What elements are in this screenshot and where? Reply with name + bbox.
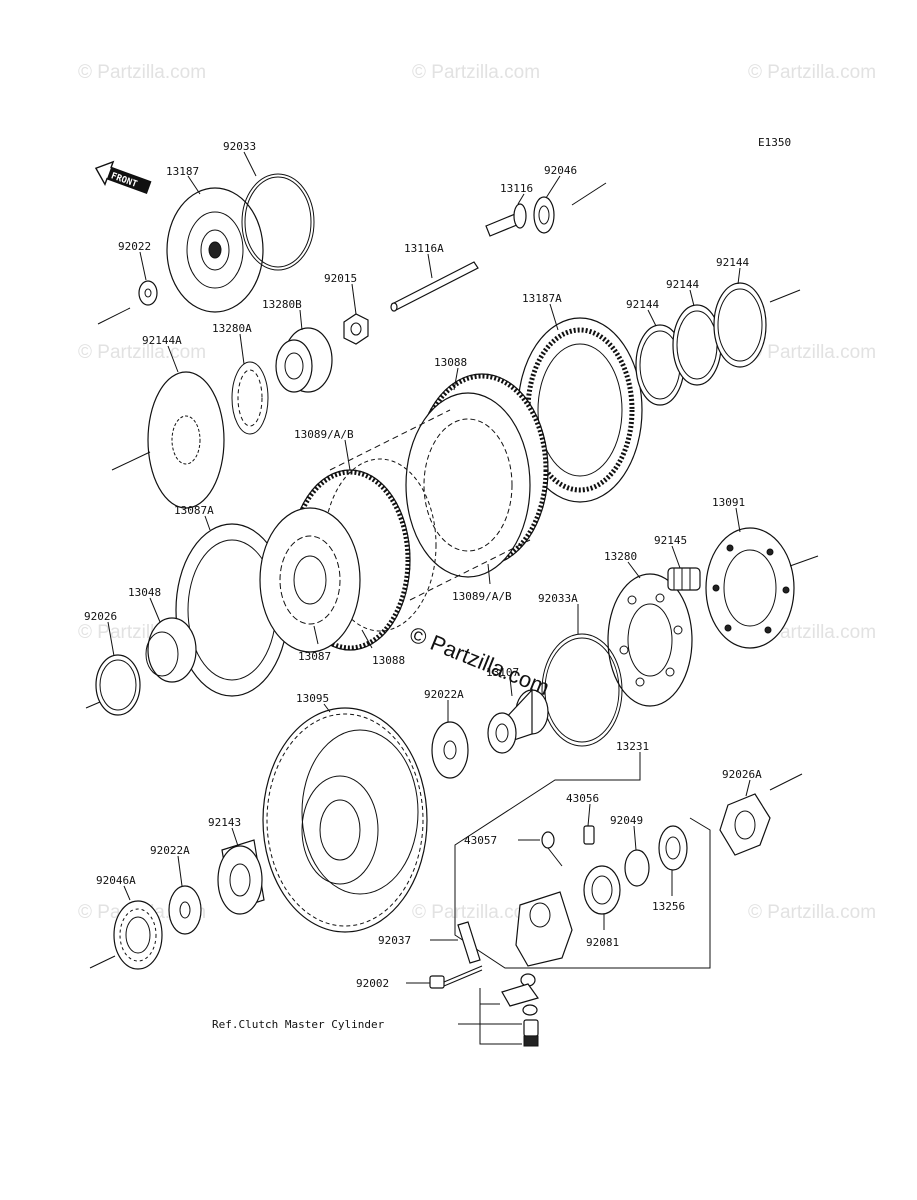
front-arrow-icon: FRONT [94, 160, 152, 194]
part-label: 92144 [666, 278, 699, 291]
part-label: 13116 [500, 182, 533, 195]
part-label: 92022A [424, 688, 464, 701]
part-13280a-ring [231, 361, 269, 435]
part-13089-steel-plate [405, 392, 531, 578]
watermark: © Partzilla.com [748, 62, 876, 83]
part-label: 13089/A/B [294, 428, 354, 441]
part-label: 92033A [538, 592, 578, 605]
part-label: 13095 [296, 692, 329, 705]
part-label: 13280B [262, 298, 302, 311]
part-92033-circlip [241, 173, 315, 271]
part-label: 13107 [486, 666, 519, 679]
part-label: 92143 [208, 816, 241, 829]
part-label: 13280A [212, 322, 252, 335]
part-labels: 13187 92033 92022 92046 13116 13116A 920… [84, 140, 762, 1031]
part-92046a-bearing [113, 900, 163, 970]
watermark: © Partzilla.com [412, 902, 540, 923]
part-13107-sleeve [487, 688, 549, 754]
part-92022a-washer [431, 721, 469, 779]
part-13091-holder [705, 527, 795, 649]
part-label: 13187A [522, 292, 562, 305]
part-label: 92026A [722, 768, 762, 781]
part-label: 92022A [150, 844, 190, 857]
part-label: 92145 [654, 534, 687, 547]
watermark: © Partzilla.com [78, 342, 206, 363]
part-92144-shim [713, 282, 767, 368]
part-label: 92033 [223, 140, 256, 153]
part-92015-nut [343, 313, 369, 345]
part-label: 92037 [378, 934, 411, 947]
part-label: 13256 [652, 900, 685, 913]
part-13280b-hub [275, 327, 333, 393]
part-label: 13091 [712, 496, 745, 509]
part-13087-inner-hub [259, 507, 361, 653]
part-92143-sleeve [217, 839, 265, 915]
watermark: © Partzilla.com [748, 342, 876, 363]
diagram-code: E1350 [758, 136, 791, 149]
part-13280-plate [607, 573, 693, 707]
part-label: 92046 [544, 164, 577, 177]
watermark: © Partzilla.com [412, 62, 540, 83]
part-label: 92081 [586, 936, 619, 949]
reference-note: Ref.Clutch Master Cylinder [212, 1018, 385, 1031]
part-label: 13116A [404, 242, 444, 255]
part-92022a-washer [168, 885, 202, 935]
part-label: 92049 [610, 814, 643, 827]
part-92144a-plate [147, 371, 225, 509]
part-13095-housing [262, 707, 428, 933]
part-label: 13087 [298, 650, 331, 663]
part-label: 13280 [604, 550, 637, 563]
part-label: 13089/A/B [452, 590, 512, 603]
axis-arrows [85, 182, 819, 969]
part-13187-plate [166, 187, 264, 313]
part-label: 92015 [324, 272, 357, 285]
part-label: 92144 [626, 298, 659, 311]
watermark: © Partzilla.com [748, 902, 876, 923]
part-13048-collar [145, 617, 197, 683]
banjo-fitting [479, 973, 539, 1047]
part-92144-shim [672, 304, 722, 386]
part-label: 43056 [566, 792, 599, 805]
part-label: 92002 [356, 977, 389, 990]
part-label: 92046A [96, 874, 136, 887]
watermark: © Partzilla.com [78, 62, 206, 83]
part-label: 13087A [174, 504, 214, 517]
part-92002-bolt [429, 965, 483, 989]
part-92046-bearing [533, 196, 555, 234]
part-13231-slave-cylinder [454, 765, 771, 969]
part-label: 13231 [616, 740, 649, 753]
part-label: 92144 [716, 256, 749, 269]
part-label: 13187 [166, 165, 199, 178]
part-label: 43057 [464, 834, 497, 847]
leader-lines [107, 151, 751, 1025]
part-label: 13048 [128, 586, 161, 599]
part-13116-pushrod [485, 203, 527, 237]
part-92145-spring [667, 567, 701, 591]
part-92026-ring [95, 654, 141, 716]
part-13116a-rod [390, 261, 479, 312]
part-label: 13088 [372, 654, 405, 667]
part-label: 13088 [434, 356, 467, 369]
part-label: 92026 [84, 610, 117, 623]
part-label: 92022 [118, 240, 151, 253]
part-92022-washer [138, 280, 158, 306]
part-92033a-circlip [541, 633, 623, 747]
part-label: 92144A [142, 334, 182, 347]
part-92037-dowel [457, 921, 481, 964]
